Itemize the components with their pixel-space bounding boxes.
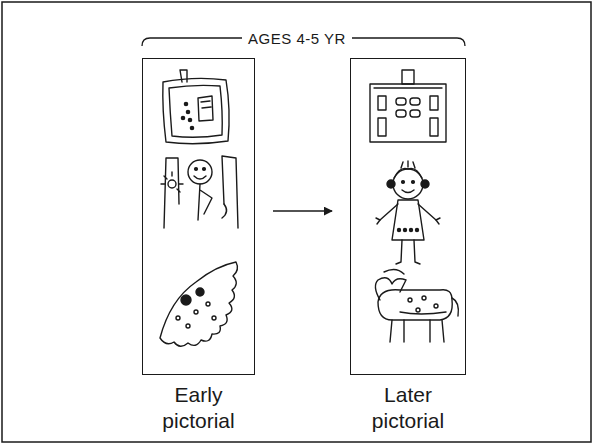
edge-layer xyxy=(273,211,332,212)
age-bracket xyxy=(142,38,465,46)
drawing-panel: Later pictorial xyxy=(350,58,466,375)
age-title: AGES 4-5 YR xyxy=(0,30,594,48)
stage-label: Later pictorial xyxy=(351,382,465,434)
drawing-panel: Early pictorial xyxy=(142,58,255,375)
stage-label: Early pictorial xyxy=(143,382,254,434)
title-text: AGES 4-5 YR xyxy=(242,30,352,47)
progression-arrow xyxy=(273,210,332,212)
